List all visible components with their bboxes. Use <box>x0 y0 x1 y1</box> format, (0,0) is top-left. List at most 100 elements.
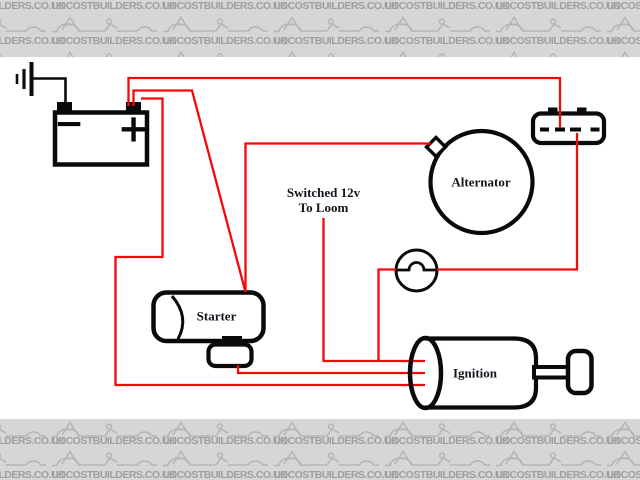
watermark-text-row: LOCOSTBUILDERS.CO.UKLOCOSTBUILDERS.CO.UK… <box>0 436 640 447</box>
kit-car-icon <box>496 15 601 35</box>
wire-battery-to-starter <box>132 89 247 293</box>
warning-light-filament <box>397 261 436 272</box>
watermark-text: LOCOSTBUILDERS.CO.UK <box>163 35 288 47</box>
kit-car-icon <box>607 420 640 440</box>
watermark-banner-bottom: LOCOSTBUILDERS.CO.UKLOCOSTBUILDERS.CO.UK… <box>0 419 640 480</box>
watermark-text: LOCOSTBUILDERS.CO.UK <box>607 435 640 447</box>
wire-connector-to-warning-light <box>437 133 579 271</box>
battery-positive-terminal <box>126 102 141 113</box>
kit-car-icon <box>274 50 379 57</box>
watermark-text: LOCOSTBUILDERS.CO.UK <box>274 0 399 12</box>
kit-car-icon <box>274 420 379 440</box>
watermark-text: LOCOSTBUILDERS.CO.UK <box>0 435 66 447</box>
switched-12v-line1: Switched 12v <box>287 185 361 200</box>
watermark-text: LOCOSTBUILDERS.CO.UK <box>496 435 621 447</box>
kit-car-icon <box>163 50 268 57</box>
ground-symbol <box>15 62 34 96</box>
starter-solenoid-link <box>222 336 242 347</box>
watermark-text: LOCOSTBUILDERS.CO.UK <box>385 469 510 480</box>
kit-car-icon <box>52 449 157 469</box>
battery-minus-sign: − <box>54 104 84 145</box>
watermark-text: LOCOSTBUILDERS.CO.UK <box>274 435 399 447</box>
watermark-text: LOCOSTBUILDERS.CO.UK <box>163 435 288 447</box>
alternator-label: Alternator <box>451 175 510 190</box>
kit-car-icon <box>52 15 157 35</box>
connector-body <box>530 111 607 146</box>
alternator: Alternator <box>424 128 535 236</box>
ignition-key-head <box>565 348 594 396</box>
watermark-text: LOCOSTBUILDERS.CO.UK <box>52 435 177 447</box>
watermark-text: LOCOSTBUILDERS.CO.UK <box>607 0 640 12</box>
kit-car-icon <box>496 449 601 469</box>
watermark-text: LOCOSTBUILDERS.CO.UK <box>0 469 66 480</box>
watermark-text: LOCOSTBUILDERS.CO.UK <box>385 435 510 447</box>
kit-car-icon <box>0 15 46 35</box>
watermark-text: LOCOSTBUILDERS.CO.UK <box>607 469 640 480</box>
watermark-text-row: LOCOSTBUILDERS.CO.UKLOCOSTBUILDERS.CO.UK… <box>0 36 640 47</box>
kit-car-icon <box>52 50 157 57</box>
watermark-text: LOCOSTBUILDERS.CO.UK <box>52 35 177 47</box>
kit-car-icon <box>607 449 640 469</box>
wire-battery-to-ignition <box>114 97 427 387</box>
ignition-end-cap <box>407 335 444 411</box>
watermark-text: LOCOSTBUILDERS.CO.UK <box>496 0 621 12</box>
kit-car-icon <box>274 15 379 35</box>
watermark-car-row <box>0 15 640 35</box>
watermark-text: LOCOSTBUILDERS.CO.UK <box>496 35 621 47</box>
watermark-text: LOCOSTBUILDERS.CO.UK <box>496 469 621 480</box>
kit-car-icon <box>274 449 379 469</box>
wire-battery-to-connector <box>127 76 562 128</box>
warning-light <box>394 248 439 293</box>
connector-block <box>530 107 607 146</box>
ignition-switch: Ignition <box>407 335 594 411</box>
kit-car-icon <box>607 50 640 57</box>
kit-car-icon <box>385 420 490 440</box>
watermark-text: LOCOSTBUILDERS.CO.UK <box>52 469 177 480</box>
starter-end-cap <box>170 295 185 340</box>
starter: Starter <box>151 290 266 369</box>
watermark-car-row <box>0 50 640 57</box>
alternator-body <box>428 128 535 236</box>
watermark-text: LOCOSTBUILDERS.CO.UK <box>274 469 399 480</box>
starter-solenoid <box>206 342 254 369</box>
watermark-car-row <box>0 449 640 469</box>
kit-car-icon <box>163 449 268 469</box>
ignition-key-shaft <box>532 365 573 380</box>
wire-alternator-to-starter <box>244 142 431 292</box>
ignition-label: Ignition <box>453 366 498 381</box>
watermark-text-row: LOCOSTBUILDERS.CO.UKLOCOSTBUILDERS.CO.UK… <box>0 470 640 480</box>
watermark-text: LOCOSTBUILDERS.CO.UK <box>0 35 66 47</box>
wire-warning-light-to-ignition <box>377 268 396 361</box>
switched-12v-line2: To Loom <box>299 200 349 215</box>
wire-solenoid-to-ignition <box>236 365 427 375</box>
kit-car-icon <box>52 420 157 440</box>
kit-car-icon <box>385 50 490 57</box>
watermark-text: LOCOSTBUILDERS.CO.UK <box>0 0 66 12</box>
watermark-text: LOCOSTBUILDERS.CO.UK <box>52 0 177 12</box>
watermark-text: LOCOSTBUILDERS.CO.UK <box>163 0 288 12</box>
ground-wire <box>33 77 67 104</box>
battery-body <box>52 110 150 167</box>
battery-plus-sign: + <box>118 107 150 151</box>
kit-car-icon <box>163 15 268 35</box>
kit-car-icon <box>496 50 601 57</box>
kit-car-icon <box>0 50 46 57</box>
watermark-text: LOCOSTBUILDERS.CO.UK <box>274 35 399 47</box>
kit-car-icon <box>0 420 46 440</box>
watermark-text: LOCOSTBUILDERS.CO.UK <box>607 35 640 47</box>
watermark-text: LOCOSTBUILDERS.CO.UK <box>385 35 510 47</box>
kit-car-icon <box>607 15 640 35</box>
watermark-text: LOCOSTBUILDERS.CO.UK <box>163 469 288 480</box>
starter-label: Starter <box>197 309 237 324</box>
kit-car-icon <box>385 15 490 35</box>
battery: − + <box>52 102 150 167</box>
watermark-banner-top: LOCOSTBUILDERS.CO.UKLOCOSTBUILDERS.CO.UK… <box>0 0 640 57</box>
battery-negative-terminal <box>57 102 72 113</box>
watermark-text: LOCOSTBUILDERS.CO.UK <box>385 0 510 12</box>
kit-car-icon <box>163 420 268 440</box>
kit-car-icon <box>496 420 601 440</box>
wire-loom-to-ignition <box>322 218 427 363</box>
kit-car-icon <box>385 449 490 469</box>
